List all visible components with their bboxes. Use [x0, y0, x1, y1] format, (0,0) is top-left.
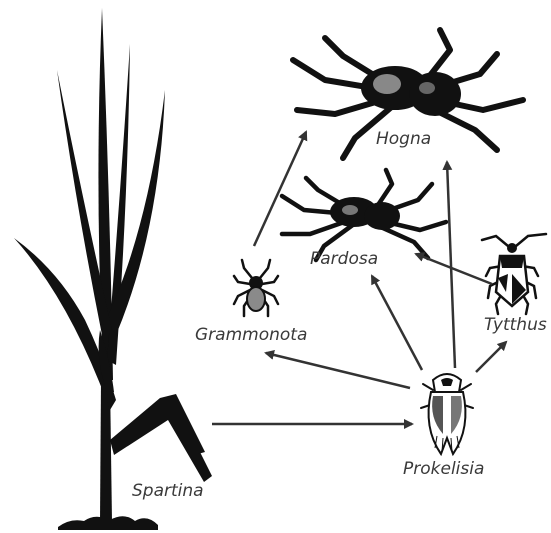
arrow-prokelisia-to-hogna	[447, 162, 455, 368]
arrow-prokelisia-to-grammonota	[266, 353, 410, 388]
hogna-label: Hogna	[376, 129, 431, 149]
grammonota-spider-icon	[234, 260, 278, 316]
arrow-prokelisia-to-tytthus	[476, 342, 506, 372]
arrow-tytthus-to-pardosa	[416, 254, 492, 284]
arrow-prokelisia-to-pardosa	[372, 276, 422, 370]
grammonota-label: Grammonota	[195, 325, 307, 345]
tytthus-bug-icon	[482, 234, 546, 314]
spartina-label: Spartina	[132, 481, 204, 501]
spartina-grass-icon	[14, 8, 212, 530]
pardosa-spider-icon	[282, 170, 446, 260]
prokelisia-planthopper-icon	[421, 374, 473, 454]
arrow-grammonota-to-hogna	[254, 132, 306, 246]
prokelisia-label: Prokelisia	[403, 459, 484, 479]
tytthus-label: Tytthus	[484, 315, 547, 335]
pardosa-label: Pardosa	[310, 249, 378, 269]
